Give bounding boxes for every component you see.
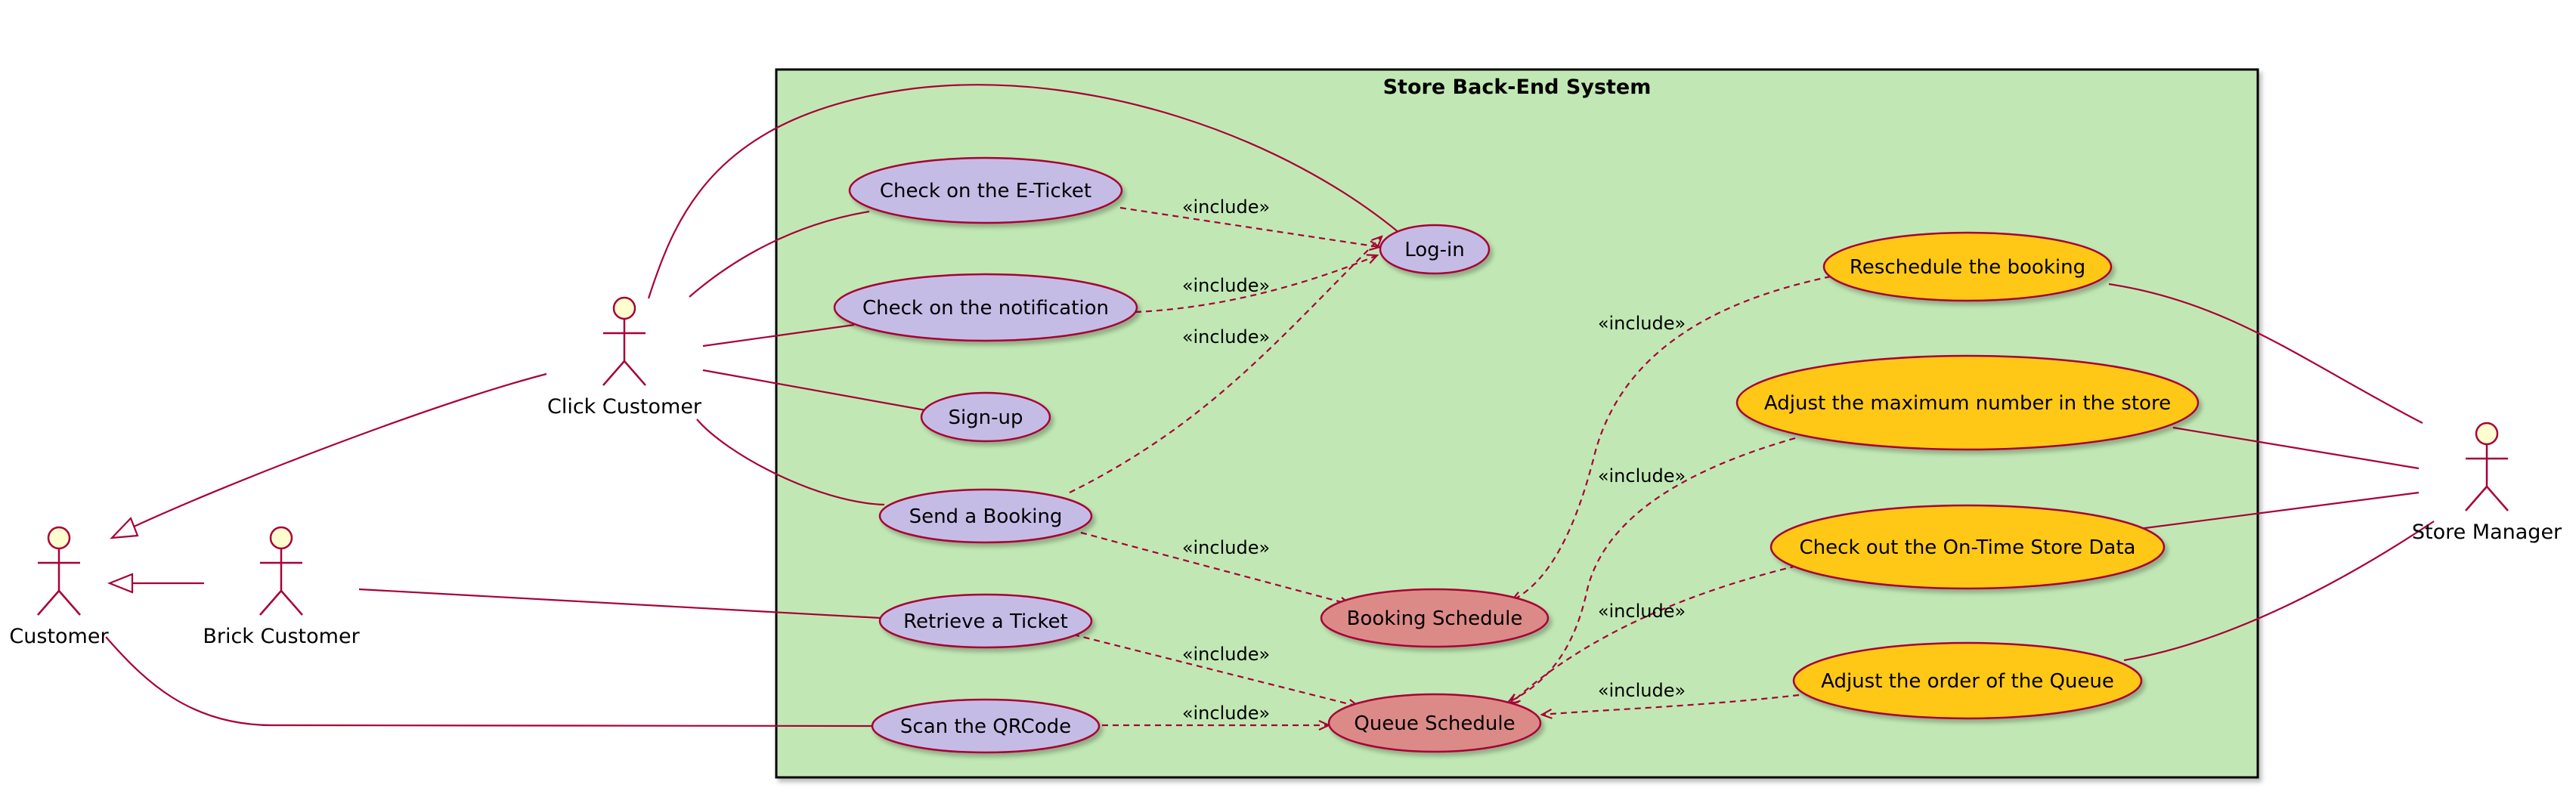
use-case-label: Adjust the maximum number in the store [1764,392,2171,415]
stick-figure-icon [259,526,303,616]
use-case-adjust-max[interactable]: Adjust the maximum number in the store [1735,354,2200,451]
include-order-queue [1542,694,1800,715]
use-case-sign-up[interactable]: Sign-up [920,391,1051,443]
assoc-manager-order [2123,521,2435,662]
assoc-click-eticket [689,210,870,298]
include-edges [1069,206,1831,725]
actor-store-manager[interactable]: Store Manager [2412,422,2562,544]
use-case-label: Reschedule the booking [1850,256,2085,279]
use-case-label: Retrieve a Ticket [903,610,1068,633]
actor-label: Brick Customer [203,625,360,648]
include-labels: «include» «include» «include» «include» … [1182,196,1686,724]
use-case-send-booking[interactable]: Send a Booking [878,488,1093,544]
use-case-check-ontime[interactable]: Check out the On-Time Store Data [1769,504,2166,590]
use-case-adjust-order[interactable]: Adjust the order of the Queue [1792,641,2143,720]
assoc-brick-retrieve [358,588,881,619]
assoc-click-signup [702,369,930,412]
generalization-click-customer [132,372,547,528]
include-label: «include» [1182,326,1270,348]
use-case-check-notification[interactable]: Check on the notification [833,273,1138,342]
use-case-reschedule-booking[interactable]: Reschedule the booking [1822,231,2113,302]
actor-customer[interactable]: Customer [9,526,109,648]
include-label: «include» [1182,537,1270,558]
use-case-log-in[interactable]: Log-in [1379,224,1491,275]
use-case-retrieve-ticket[interactable]: Retrieve a Ticket [878,593,1093,649]
use-case-check-eticket[interactable]: Check on the E-Ticket [848,156,1123,224]
use-case-label: Send a Booking [909,505,1063,528]
include-label: «include» [1598,601,1686,622]
generalization-head-brick [107,573,134,594]
use-case-label: Scan the QRCode [900,715,1071,738]
use-case-label: Sign-up [948,406,1023,429]
actor-brick-customer[interactable]: Brick Customer [203,526,361,648]
generalizations [107,372,547,594]
include-reschedule-bookingschedule [1512,275,1831,601]
include-eticket-login [1119,206,1379,247]
actor-label: Store Manager [2412,521,2562,544]
use-case-label: Check on the E-Ticket [880,180,1091,202]
use-case-label: Check on the notification [862,297,1109,320]
actor-click-customer[interactable]: Click Customer [547,296,702,419]
use-case-label: Adjust the order of the Queue [1821,670,2114,693]
use-case-label: Check out the On-Time Store Data [1800,536,2136,559]
include-label: «include» [1598,465,1686,487]
include-ontime-queue [1510,562,1807,704]
use-case-label: Log-in [1404,239,1465,261]
include-booking-bookingschedule [1080,531,1350,604]
actor-label: Click Customer [547,395,702,419]
use-case-booking-schedule[interactable]: Booking Schedule [1320,588,1550,648]
include-label: «include» [1598,313,1686,334]
assoc-manager-reschedule [2108,283,2423,424]
use-cases: Check on the E-Ticket Check on the notif… [833,156,2200,754]
use-case-label: Queue Schedule [1354,712,1515,735]
assoc-manager-ontime [2138,491,2420,530]
include-label: «include» [1182,644,1270,665]
stick-figure-icon [37,526,81,616]
system-title: Store Back-End System [1383,76,1652,99]
assoc-click-notification [702,323,855,348]
include-label: «include» [1182,703,1270,724]
assoc-customer-scan [105,636,874,728]
actors: Customer Brick Customer Click Customer [9,296,2562,648]
include-label: «include» [1598,680,1686,701]
use-case-queue-schedule[interactable]: Queue Schedule [1327,693,1542,753]
use-case-label: Booking Schedule [1347,607,1523,630]
use-case-scan-qrcode[interactable]: Scan the QRCode [871,698,1101,754]
associations [105,84,2435,728]
actor-label: Customer [9,625,109,648]
assoc-click-login [647,84,1404,299]
include-notification-login [1135,255,1377,314]
stick-figure-icon [602,296,646,386]
assoc-manager-adjustmax [2172,426,2420,470]
stick-figure-icon [2465,422,2509,511]
assoc-click-booking [696,419,885,506]
include-retrieve-queue [1073,633,1358,706]
include-label: «include» [1182,275,1270,296]
generalization-head-click [110,516,139,539]
include-booking-login [1069,236,1382,493]
include-label: «include» [1182,196,1270,218]
